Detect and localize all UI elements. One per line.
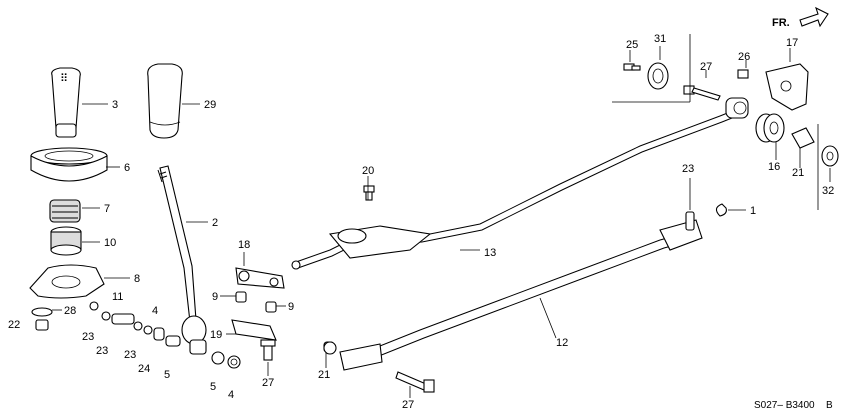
callout-18: 20	[362, 165, 374, 177]
callout-4a: 4	[152, 305, 158, 317]
svg-text:⠿: ⠿	[60, 73, 68, 85]
bolt-washer-part	[89, 301, 181, 347]
small-nut-part	[323, 341, 337, 355]
callout-27a: 25	[626, 39, 638, 51]
callout-21: 21	[318, 369, 330, 381]
plate-part	[29, 264, 105, 299]
callout-22: 23	[682, 163, 694, 175]
callout-17: 19	[210, 329, 222, 341]
boot-part	[30, 147, 108, 182]
callout-11: 11	[112, 291, 123, 303]
callout-6: 6	[124, 162, 130, 174]
direction-label: FR.	[772, 17, 790, 29]
shift-lever-part	[157, 165, 207, 355]
callout-23d: 24	[138, 363, 150, 375]
leader-lines	[52, 46, 831, 398]
callout-23b: 23	[96, 345, 108, 357]
callout-19: 21	[792, 167, 804, 179]
callout-12: 12	[556, 337, 568, 349]
bolt-28-part	[683, 85, 721, 101]
bush-parts	[235, 291, 277, 313]
washer-32-part	[821, 145, 839, 167]
callout-13: 13	[484, 247, 496, 259]
callout-15: 17	[786, 37, 798, 49]
callout-4b: 4	[228, 389, 234, 401]
callout-5a: 5	[164, 369, 170, 381]
callout-9a: 9	[212, 291, 218, 303]
callout-9b: 9	[288, 301, 294, 313]
callout-20: 22	[8, 319, 20, 331]
callout-10: 10	[104, 237, 116, 249]
clip-part	[231, 319, 277, 341]
callout-25: 27	[262, 377, 274, 389]
callout-24: 27	[402, 399, 414, 411]
box-bracket-left	[612, 34, 691, 103]
nut-parts	[211, 351, 241, 369]
shift-knob-part: ⠿	[51, 67, 81, 138]
diagram-code: S027– B3400	[754, 400, 815, 411]
bushing-14-part	[755, 113, 785, 143]
callout-1: 1	[750, 205, 756, 217]
c-clip-part	[715, 203, 727, 217]
callout-23c: 23	[124, 349, 136, 361]
callout-29: 29	[204, 99, 216, 111]
pin-19-part	[791, 127, 815, 149]
callout-14: 16	[768, 161, 780, 173]
callout-8: 8	[134, 273, 140, 285]
upper-bolt-part	[363, 185, 375, 201]
pin-part	[685, 211, 695, 231]
callout-28: 27	[700, 61, 712, 73]
bracket-part	[235, 267, 285, 289]
callout-32: 32	[822, 185, 834, 197]
callout-5b: 5	[210, 381, 216, 393]
callouts: 3 29 6 7 10 8 2 18 9 9 19 27 28 22 11 4 …	[8, 33, 834, 411]
grommet-31-part	[623, 62, 669, 90]
callout-31: 31	[654, 33, 666, 45]
select-cable-part	[291, 97, 749, 270]
callout-3: 3	[112, 99, 118, 111]
long-bolt-part	[395, 371, 435, 393]
bolt-part	[260, 339, 276, 361]
spring-part	[49, 199, 81, 223]
diagram-code-suffix: B	[826, 400, 833, 411]
bolt-27-part	[737, 69, 749, 79]
callout-16: 18	[238, 239, 250, 251]
callout-2: 2	[212, 217, 218, 229]
grommet-part	[31, 307, 53, 331]
shift-knob-alt-part	[147, 63, 183, 139]
callout-7: 7	[104, 203, 110, 215]
fr-arrow-icon	[799, 6, 829, 28]
callout-27b: 26	[738, 51, 750, 63]
bushing-part	[50, 226, 82, 256]
callout-23a: 23	[82, 331, 94, 343]
callout-26: 28	[64, 305, 76, 317]
bracket-15-part	[765, 63, 809, 111]
